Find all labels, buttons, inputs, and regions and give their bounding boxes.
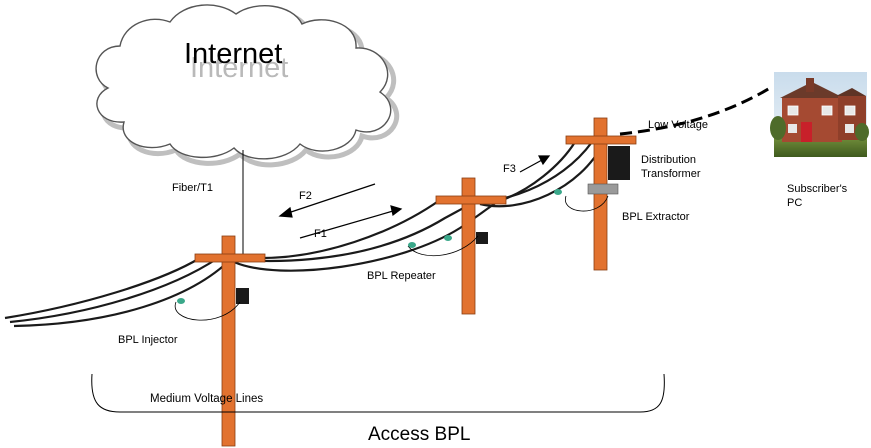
- subscriber-label-line2: PC: [787, 197, 802, 209]
- cloud-outline: [95, 4, 392, 160]
- access-bracket: [91, 373, 665, 413]
- low-voltage-label: Low Voltage: [648, 119, 708, 131]
- repeater-coupler-b: [444, 235, 452, 241]
- injector-loop: [174, 301, 241, 321]
- cloud-label-shadow: Internet: [190, 52, 288, 84]
- extractor-label: BPL Extractor: [622, 211, 690, 223]
- transformer-label-line1: Distribution: [641, 154, 696, 166]
- repeater-loop: [407, 235, 479, 257]
- low-voltage-drop: [619, 86, 771, 136]
- subscriber-house-image: [770, 72, 869, 157]
- repeater-coupler-a: [408, 242, 416, 248]
- f3-arrow: [519, 159, 543, 173]
- medium-voltage-label: Medium Voltage Lines: [150, 393, 263, 405]
- internet-cloud: Internet Internet: [95, 4, 400, 168]
- f2-label: F2: [299, 190, 312, 202]
- signal-arrows: [278, 155, 551, 239]
- f1-arrow: [299, 210, 394, 239]
- injector-device: [236, 288, 249, 304]
- fiber-label: Fiber/T1: [172, 182, 213, 194]
- extractor-coupler: [554, 189, 562, 195]
- repeater-device: [476, 232, 488, 244]
- injector-coupler: [177, 298, 185, 304]
- repeater-pole: [407, 177, 507, 315]
- transformer-body: [608, 146, 630, 180]
- transformer-label-line2: Transformer: [641, 168, 701, 180]
- repeater-label: BPL Repeater: [367, 270, 436, 282]
- access-bpl-title: Access BPL: [368, 424, 470, 445]
- extractor-pole: [554, 117, 637, 271]
- f2-arrow: [287, 183, 376, 214]
- injector-label: BPL Injector: [118, 334, 178, 346]
- extractor-device: [587, 183, 619, 195]
- subscriber-label-line1: Subscriber's: [787, 183, 848, 195]
- cloud-label: Internet: [184, 38, 282, 70]
- injector-pole: [174, 235, 266, 447]
- f1-label: F1: [314, 228, 327, 240]
- f3-label: F3: [503, 163, 516, 175]
- extractor-loop: [565, 195, 609, 212]
